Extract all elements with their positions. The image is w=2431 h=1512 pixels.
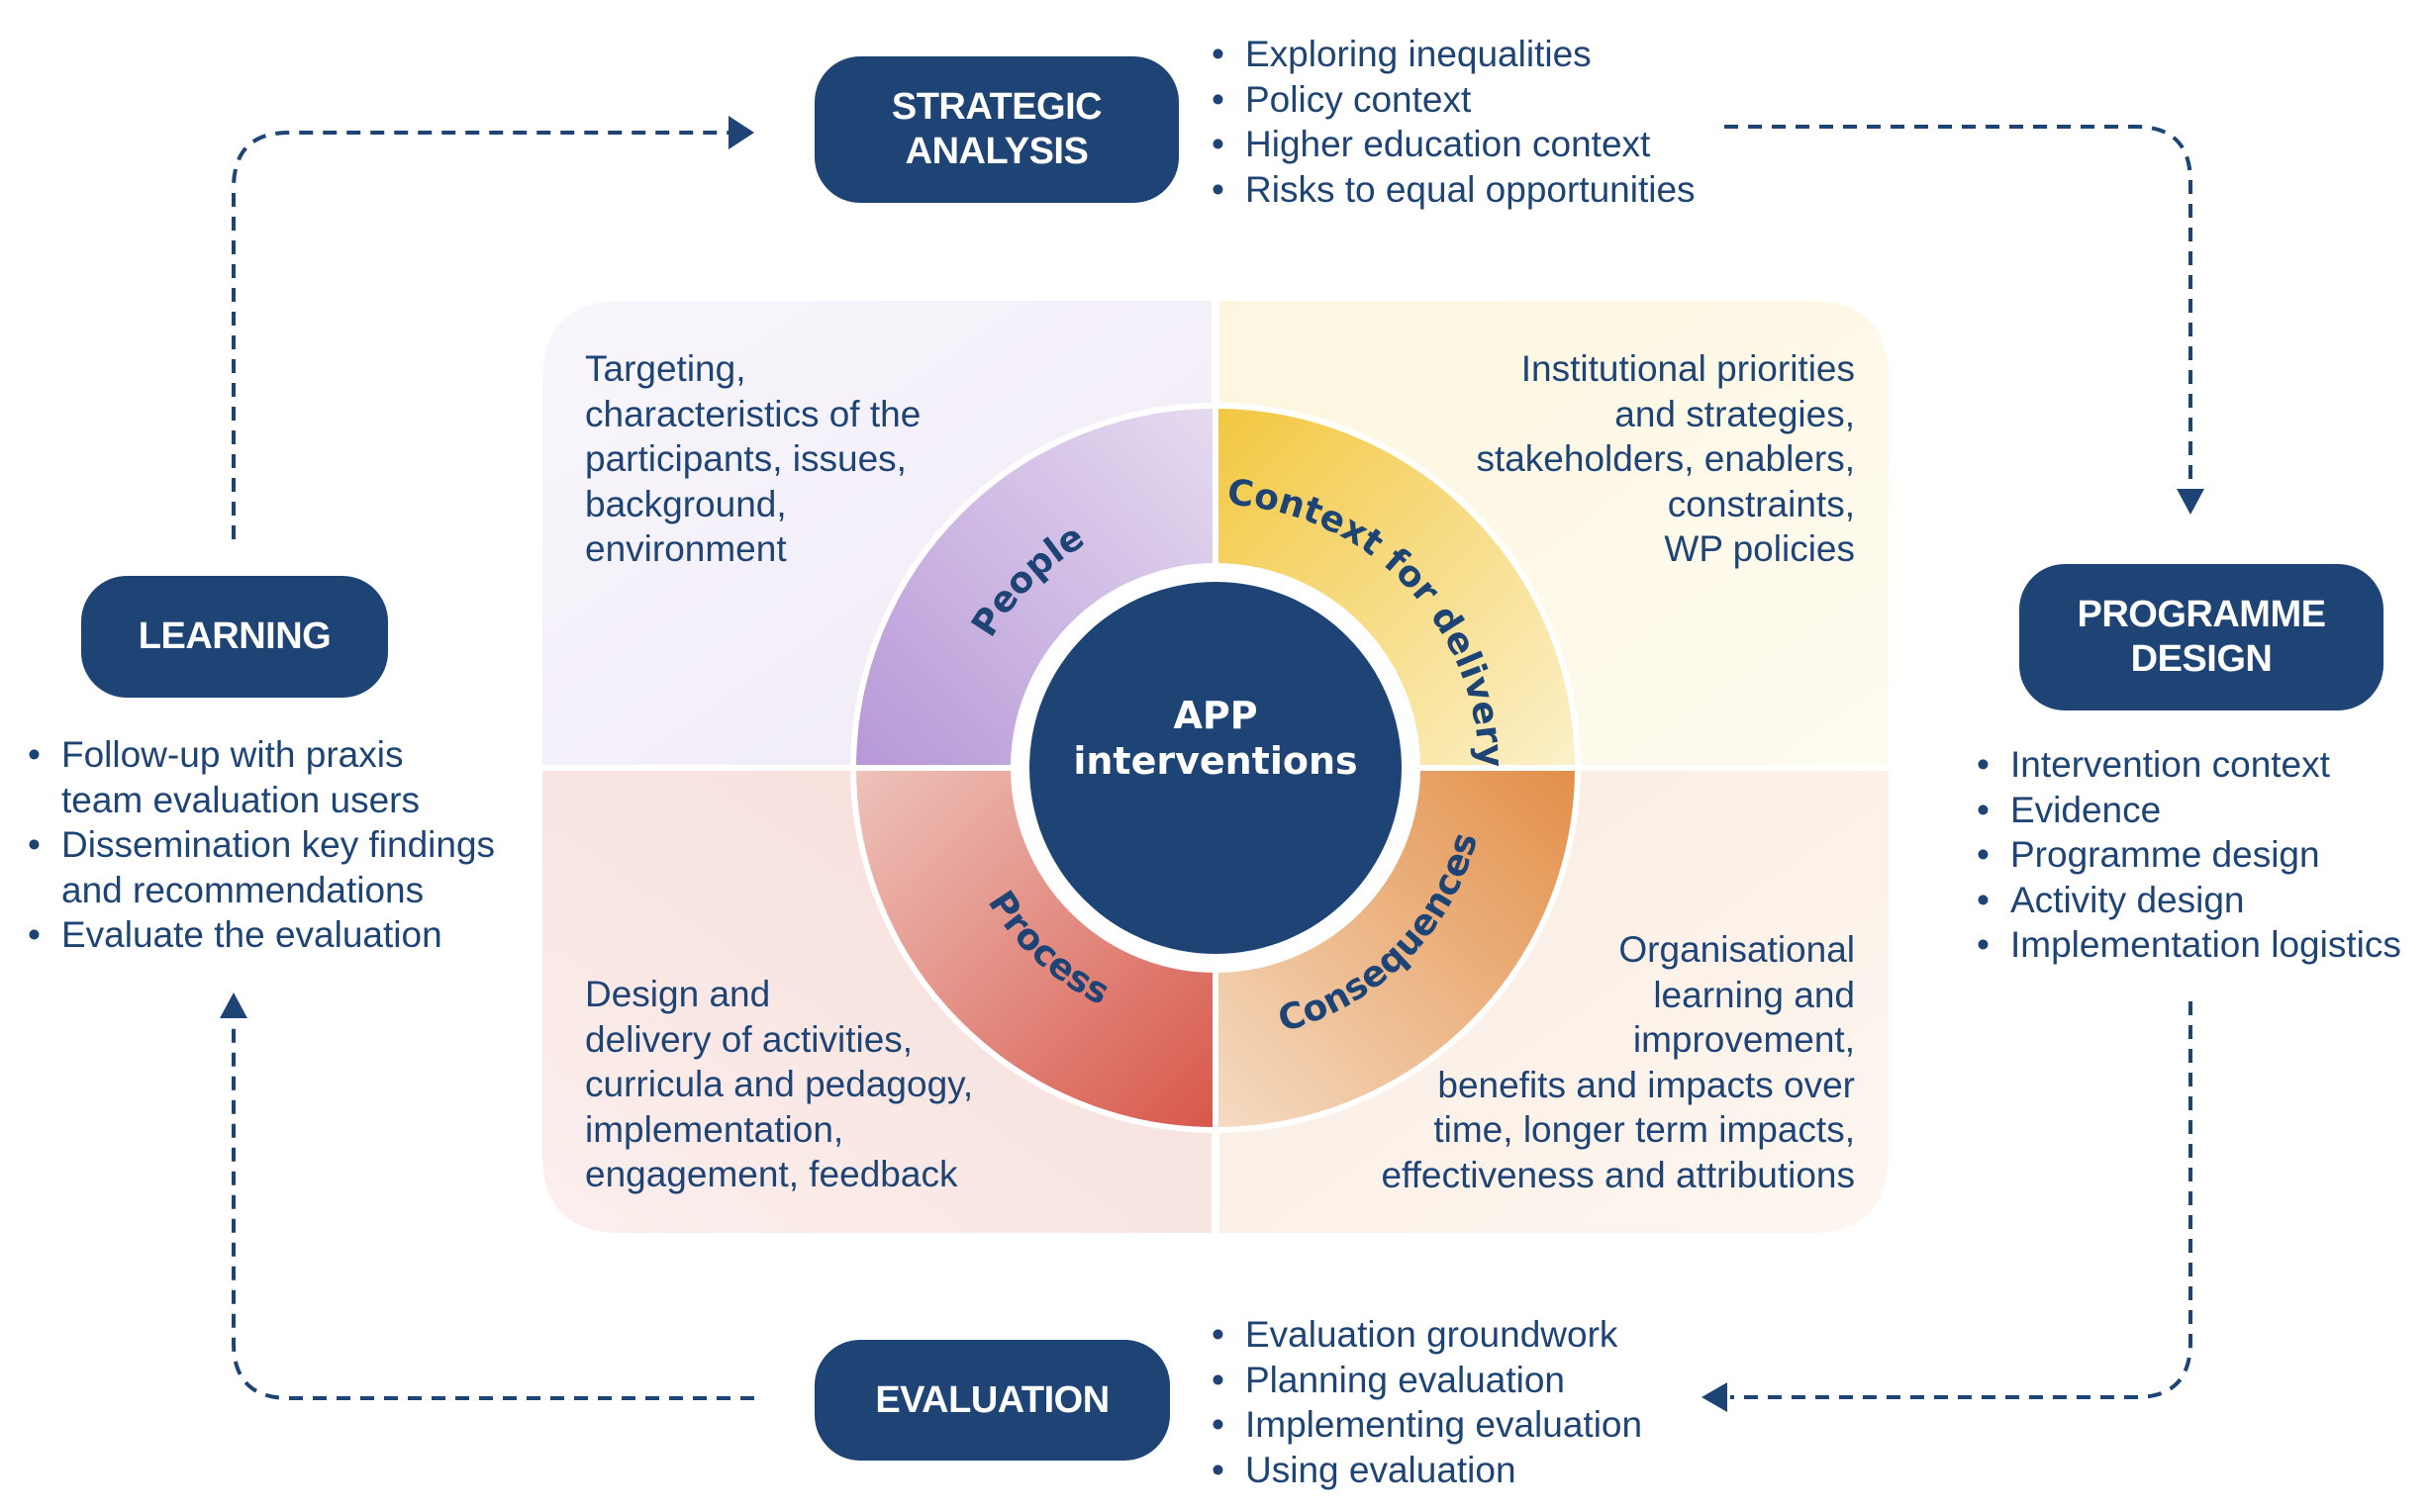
description-line: learning and — [1653, 974, 1855, 1015]
list-item: Programme design — [1975, 832, 2401, 878]
description-line: improvement, — [1632, 1019, 1855, 1060]
arrow-up-icon — [220, 992, 247, 1018]
description-line: Organisational — [1618, 929, 1855, 970]
description-line: WP policies — [1664, 528, 1855, 569]
context-description: Institutional priorities and strategies,… — [1476, 346, 1855, 572]
list-item: Intervention context — [1975, 742, 2401, 788]
learning-bullets: Follow-up with praxis team evaluation us… — [26, 732, 495, 958]
center-title: APP interventions — [1029, 693, 1402, 784]
programme-design-title-line-2: DESIGN — [2130, 638, 2273, 680]
description-line: delivery of activities, — [585, 1018, 914, 1060]
list-item: Evidence — [1975, 788, 2401, 833]
arrow-down-icon — [2177, 489, 2204, 515]
strategic-analysis-bullets: Exploring inequalities Policy context Hi… — [1210, 32, 1696, 212]
list-item-line: Evaluate the evaluation — [61, 914, 442, 955]
description-line: implementation, — [585, 1108, 844, 1150]
arrow-evaluation-to-learning-line — [232, 1019, 754, 1400]
list-item: Risks to equal opportunities — [1210, 167, 1696, 213]
description-line: benefits and impacts over — [1437, 1064, 1855, 1105]
description-line: engagement, feedback — [585, 1154, 958, 1194]
arrow-programme-to-evaluation-line — [1730, 1001, 2192, 1399]
list-item: Evaluate the evaluation — [26, 912, 495, 958]
programme-design-title-line-1: PROGRAMME — [2077, 594, 2326, 635]
center-circle[interactable] — [1029, 582, 1402, 954]
list-item: Exploring inequalities — [1210, 32, 1696, 77]
list-item: Follow-up with praxis team evaluation us… — [26, 732, 495, 822]
description-line: curricula and pedagogy, — [585, 1064, 974, 1104]
list-item-line: and recommendations — [61, 869, 425, 910]
description-line: Targeting, — [585, 348, 746, 389]
consequences-description: Organisational learning and improvement,… — [1381, 927, 1855, 1197]
description-line: Institutional priorities — [1520, 348, 1855, 389]
evaluation-title: EVALUATION — [875, 1378, 1110, 1421]
list-item: Policy context — [1210, 77, 1696, 123]
description-line: environment — [585, 528, 787, 569]
arrow-left-icon — [1702, 1382, 1727, 1412]
strategic-analysis-box[interactable]: STRATEGIC ANALYSIS — [815, 56, 1179, 203]
arrow-strategic-to-programme-line — [1724, 125, 2192, 491]
list-item: Using evaluation — [1210, 1448, 1642, 1493]
description-line: Design and — [585, 974, 771, 1014]
strategic-analysis-title-line-2: ANALYSIS — [905, 131, 1089, 172]
list-item: Higher education context — [1210, 122, 1696, 167]
process-description: Design and delivery of activities, curri… — [585, 972, 973, 1197]
list-item: Planning evaluation — [1210, 1358, 1642, 1403]
description-line: effectiveness and attributions — [1381, 1154, 1855, 1195]
description-line: stakeholders, enablers, — [1476, 438, 1855, 479]
description-line: and strategies, — [1614, 393, 1855, 434]
programme-design-box[interactable]: PROGRAMME DESIGN — [2019, 564, 2383, 710]
center-title-line-1: APP — [1173, 694, 1258, 737]
evaluation-box[interactable]: EVALUATION — [815, 1340, 1170, 1461]
arrow-right-icon — [729, 116, 754, 149]
learning-box[interactable]: LEARNING — [81, 576, 388, 698]
programme-design-bullets: Intervention context Evidence Programme … — [1975, 742, 2401, 968]
list-item-line: Dissemination key findings — [61, 824, 496, 865]
center-title-line-2: interventions — [1073, 739, 1358, 783]
list-item: Dissemination key findings and recommend… — [26, 822, 495, 912]
list-item-line: Follow-up with praxis — [61, 734, 404, 775]
description-line: background, — [585, 483, 787, 524]
arrow-learning-to-strategic-line — [232, 131, 730, 539]
people-description: Targeting, characteristics of the partic… — [585, 346, 921, 572]
description-line: characteristics of the — [585, 393, 922, 434]
list-item: Activity design — [1975, 878, 2401, 923]
description-line: time, longer term impacts, — [1433, 1109, 1855, 1150]
description-line: participants, issues, — [585, 438, 907, 479]
list-item-line: team evaluation users — [61, 779, 420, 820]
strategic-analysis-title-line-1: STRATEGIC — [891, 86, 1103, 128]
list-item: Implementation logistics — [1975, 922, 2401, 968]
list-item: Evaluation groundwork — [1210, 1312, 1642, 1358]
list-item: Implementing evaluation — [1210, 1402, 1642, 1448]
description-line: constraints, — [1667, 483, 1855, 524]
evaluation-bullets: Evaluation groundwork Planning evaluatio… — [1210, 1312, 1642, 1492]
learning-title: LEARNING — [138, 615, 332, 657]
